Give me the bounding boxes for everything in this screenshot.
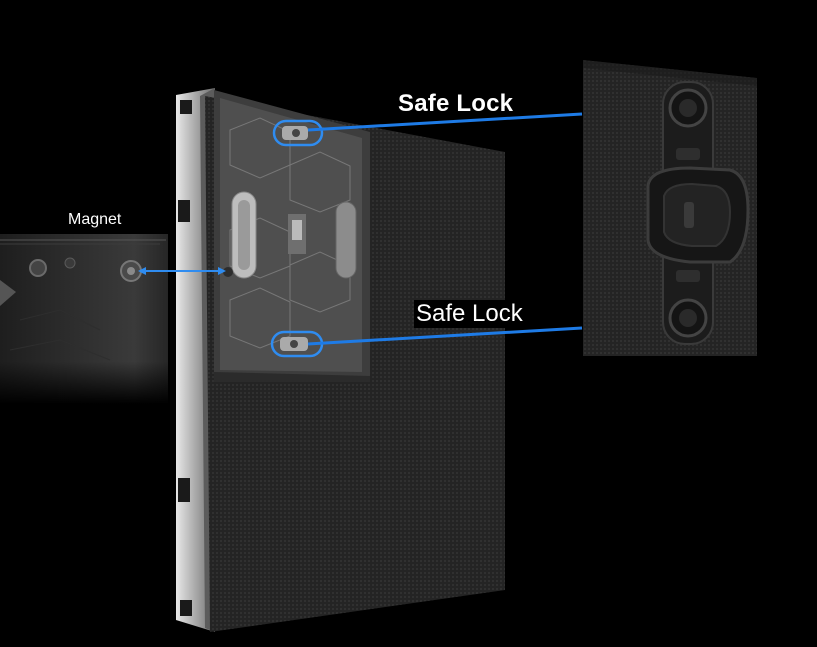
safe-lock-top-line <box>307 112 583 132</box>
magnet-closeup <box>0 234 168 404</box>
magnet-label: Magnet <box>68 211 122 228</box>
cabinet-back-housing <box>214 90 370 382</box>
safe-lock-top-marker <box>272 119 324 147</box>
safe-lock-label-top: Safe Lock <box>398 90 514 117</box>
safe-lock-closeup <box>583 60 757 356</box>
safe-lock-label-bottom: Safe Lock <box>414 300 525 328</box>
safe-lock-bottom-line <box>307 326 583 346</box>
double-arrow-icon <box>138 267 226 275</box>
